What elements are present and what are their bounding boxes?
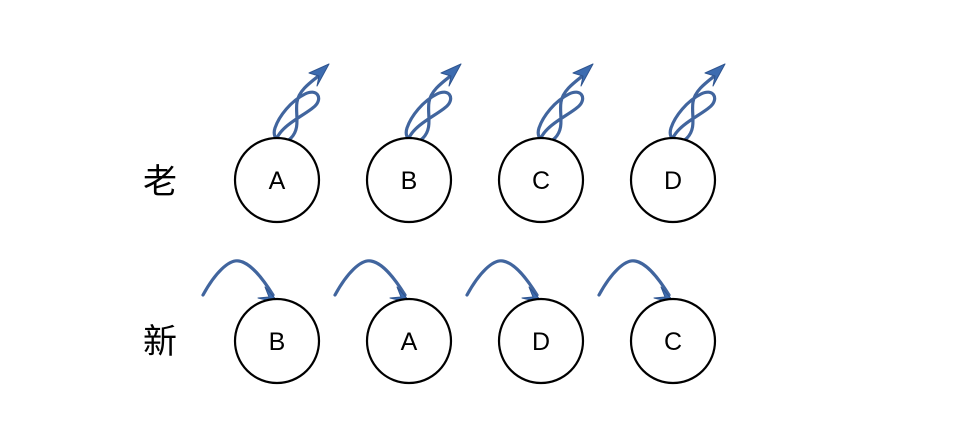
node-circle[interactable]	[629, 136, 717, 224]
row-label-old: 老	[143, 162, 177, 202]
node-circle[interactable]	[233, 136, 321, 224]
node-old-3[interactable]: D	[629, 136, 717, 224]
new-row-arrows	[201, 259, 677, 305]
node-label: D	[532, 328, 550, 356]
arc-arrow-d	[465, 259, 545, 305]
new-row-nodes: B A D C	[233, 297, 717, 385]
node-circle[interactable]	[629, 297, 717, 385]
node-circle[interactable]	[497, 136, 585, 224]
node-new-3[interactable]: C	[629, 297, 717, 385]
node-old-0[interactable]: A	[233, 136, 321, 224]
node-circle[interactable]	[365, 136, 453, 224]
arc-arrow-c	[597, 259, 677, 305]
old-row-nodes: A B C D	[233, 136, 717, 224]
curl-arrow-a	[272, 62, 331, 144]
node-circle[interactable]	[365, 297, 453, 385]
arc-arrow-b	[201, 259, 281, 305]
node-new-1[interactable]: A	[365, 297, 453, 385]
row-label-new: 新	[143, 322, 177, 362]
node-label: C	[664, 328, 682, 356]
node-old-1[interactable]: B	[365, 136, 453, 224]
node-label: C	[532, 167, 550, 195]
node-label: A	[401, 328, 418, 356]
curl-arrow-c	[536, 62, 595, 144]
node-old-2[interactable]: C	[497, 136, 585, 224]
old-row-arrows	[272, 62, 727, 144]
node-circle[interactable]	[497, 297, 585, 385]
arc-arrow-a	[333, 259, 413, 305]
node-label: A	[269, 167, 286, 195]
node-new-0[interactable]: B	[233, 297, 321, 385]
node-new-2[interactable]: D	[497, 297, 585, 385]
curl-arrow-d	[668, 62, 727, 144]
node-label: B	[401, 167, 418, 195]
node-circle[interactable]	[233, 297, 321, 385]
curl-arrow-b	[404, 62, 463, 144]
node-label: B	[269, 328, 286, 356]
node-label: D	[664, 167, 682, 195]
